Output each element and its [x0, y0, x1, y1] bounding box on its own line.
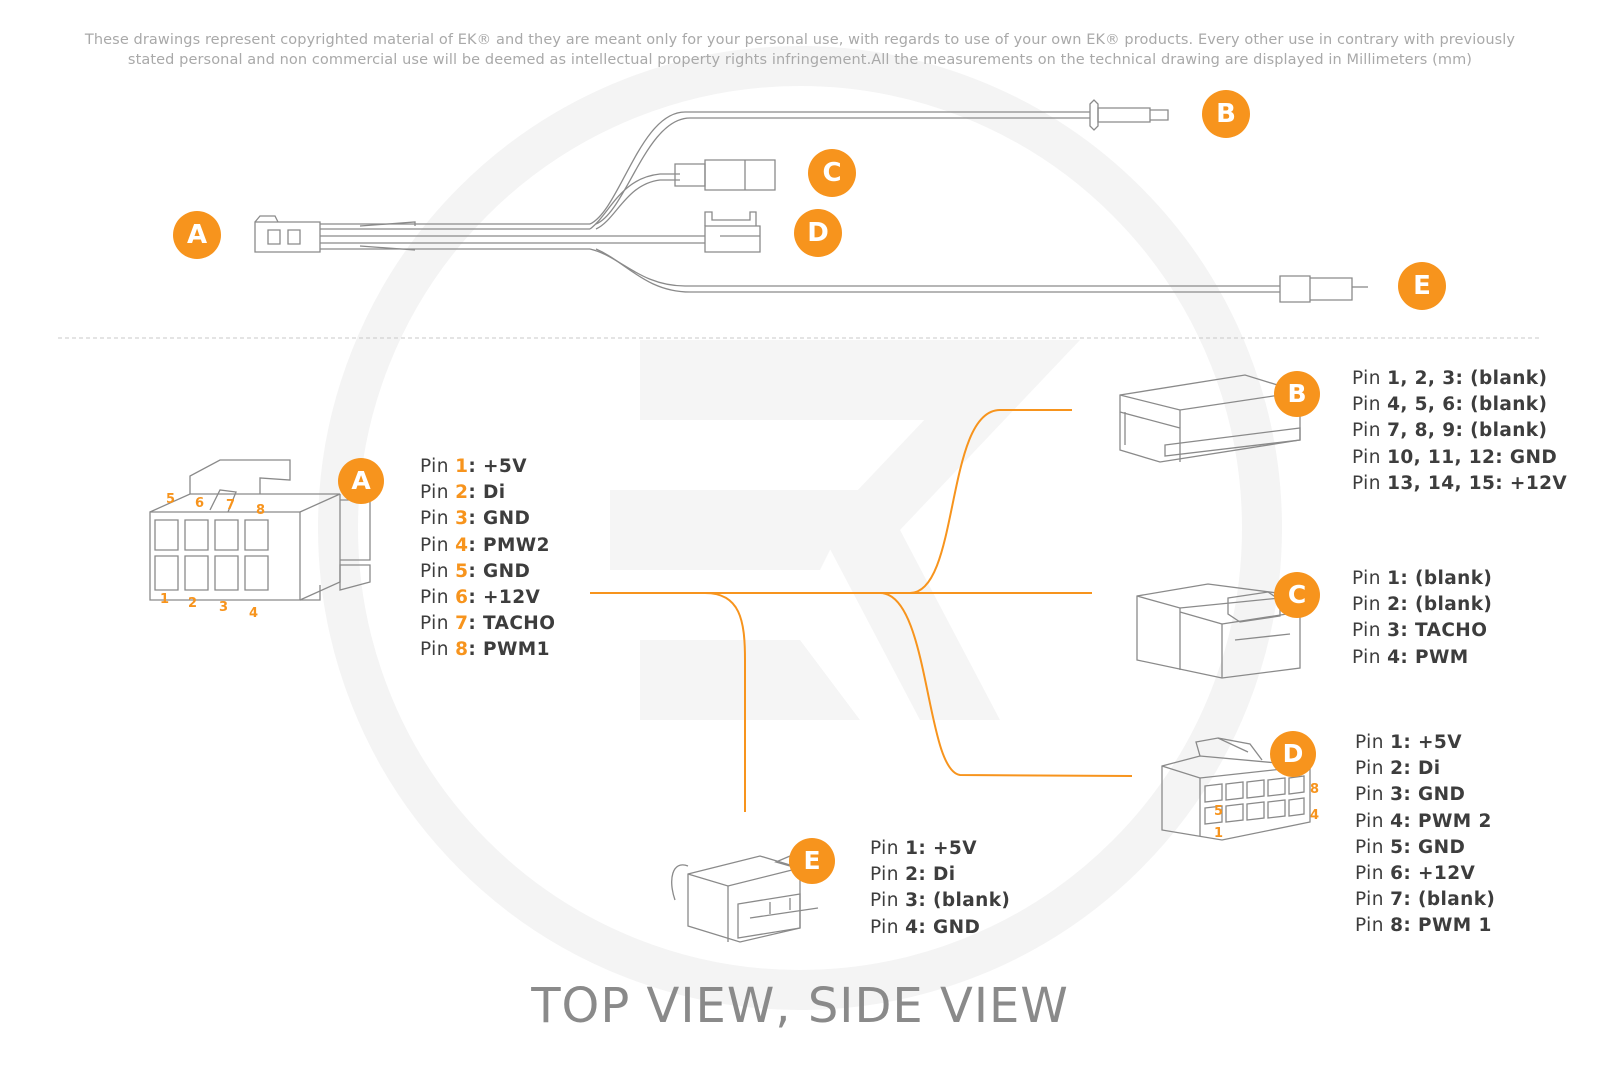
connector-a-pin-number: 6 — [195, 496, 205, 511]
connector-a-pin-number: 4 — [249, 606, 259, 621]
cable-harness — [254, 99, 1368, 303]
pin-row: Pin 5: GND — [420, 560, 531, 582]
connector-c-badge: C — [1274, 572, 1320, 618]
connector-b-badge: B — [1274, 371, 1320, 417]
connector-d-badge-top: D — [794, 209, 842, 257]
view-title: TOP VIEW, SIDE VIEW — [531, 978, 1069, 1034]
connector-e-pinout: Pin 1: +5V Pin 2: Di Pin 3: (blank) Pin … — [870, 836, 1010, 941]
pin-row: Pin 4: PWM 2 — [1355, 810, 1492, 832]
connector-e-badge: E — [789, 838, 835, 884]
pin-row: Pin 10, 11, 12: GND — [1352, 446, 1558, 468]
connector-a-pin-number: 2 — [188, 596, 198, 611]
connector-d-drawing — [1161, 737, 1311, 841]
pin-row: Pin 7: TACHO — [420, 613, 556, 635]
copyright-disclaimer: These drawings represent copyrighted mat… — [60, 30, 1540, 70]
disclaimer-line-1: These drawings represent copyrighted mat… — [84, 32, 1516, 48]
connector-b-pinout: Pin 1, 2, 3: (blank) Pin 4, 5, 6: (blank… — [1352, 366, 1567, 497]
connector-c-badge-top: C — [808, 149, 856, 197]
pin-row: Pin 6: +12V — [1355, 863, 1476, 885]
connector-c-drawing — [1136, 583, 1301, 679]
connector-d-pinout: Pin 1: +5V Pin 2: Di Pin 3: GND Pin 4: P… — [1355, 730, 1495, 940]
pin-row: Pin 4, 5, 6: (blank) — [1352, 394, 1548, 416]
pin-row: Pin 1: +5V — [870, 838, 977, 859]
pin-row: Pin 2: Di — [870, 864, 956, 886]
pin-row: Pin 13, 14, 15: +12V — [1352, 472, 1568, 494]
connector-a-pin-number: 1 — [160, 592, 170, 607]
connector-b-badge-top: B — [1202, 90, 1250, 138]
connector-a-pin-number: 7 — [226, 498, 236, 513]
connector-a-badge-top: A — [173, 211, 221, 259]
pin-row: Pin 6: +12V — [420, 587, 541, 609]
ek-watermark-logo — [318, 46, 1282, 1010]
pin-row: Pin 1: +5V — [420, 456, 527, 477]
connector-a-pinout: Pin 1: +5V Pin 2: Di Pin 3: GND Pin 4: P… — [420, 454, 555, 664]
pin-row: Pin 1, 2, 3: (blank) — [1352, 368, 1548, 389]
connector-e-drawing — [671, 855, 819, 943]
pin-row: Pin 3: GND — [420, 508, 531, 530]
pin-row: Pin 4: PWM — [1352, 646, 1469, 668]
connector-d-pin-number: 8 — [1310, 782, 1320, 797]
connector-b-drawing — [1119, 374, 1301, 463]
pin-row: Pin 8: PWM 1 — [1355, 915, 1492, 937]
pin-row: Pin 4: GND — [870, 916, 981, 938]
pin-row: Pin 8: PWM1 — [420, 639, 550, 661]
pin-row: Pin 2: Di — [1355, 758, 1441, 780]
connector-e-badge-top: E — [1398, 262, 1446, 310]
pin-row: Pin 2: Di — [420, 482, 506, 504]
connector-d-pin-number: 1 — [1214, 826, 1224, 841]
connector-a-pin-number: 8 — [256, 503, 266, 518]
pin-row: Pin 2: (blank) — [1352, 594, 1493, 616]
pin-row: Pin 1: (blank) — [1352, 568, 1493, 589]
connector-d-badge: D — [1270, 731, 1316, 777]
connector-a-pin-number: 5 — [166, 492, 176, 507]
pin-row: Pin 7, 8, 9: (blank) — [1352, 420, 1548, 442]
pin-row: Pin 3: TACHO — [1352, 620, 1488, 642]
connector-a-pin-number: 3 — [219, 600, 229, 615]
connector-a-drawing — [149, 459, 371, 601]
disclaimer-line-2: stated personal and non commercial use w… — [127, 52, 1473, 68]
pin-row: Pin 4: PMW2 — [420, 534, 550, 556]
connector-d-pin-number: 4 — [1310, 808, 1320, 823]
pin-row: Pin 3: GND — [1355, 784, 1466, 806]
pin-row: Pin 7: (blank) — [1355, 889, 1496, 911]
connector-c-pinout: Pin 1: (blank) Pin 2: (blank) Pin 3: TAC… — [1352, 566, 1492, 671]
connector-d-pin-number: 5 — [1214, 804, 1224, 819]
pin-row: Pin 3: (blank) — [870, 890, 1011, 912]
pin-row: Pin 5: GND — [1355, 836, 1466, 858]
routing-lines — [590, 409, 1133, 812]
pin-row: Pin 1: +5V — [1355, 732, 1462, 753]
connector-a-badge: A — [338, 458, 384, 504]
